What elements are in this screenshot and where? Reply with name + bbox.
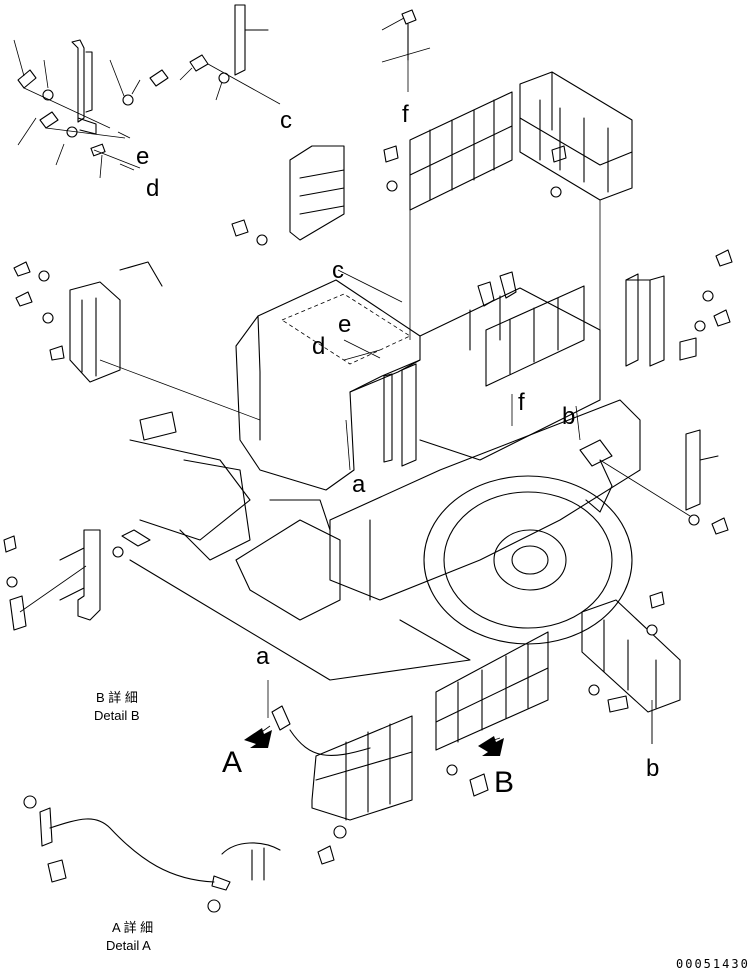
side-handrail-right	[581, 591, 681, 744]
callout-d-cab: d	[312, 333, 325, 360]
bracket-assembly-left	[13, 261, 261, 421]
handrail-rear-left	[409, 91, 513, 211]
wheel-loader-body	[129, 271, 641, 681]
front-handrail-b	[435, 631, 549, 751]
detail-b-assembly	[3, 529, 151, 631]
callout-f-top: f	[402, 101, 409, 128]
detail-a-en-caption: Detail A	[106, 938, 151, 953]
view-a-arrow	[244, 728, 272, 748]
drawing-number: 00051430	[676, 957, 750, 971]
callout-letters: c e d f c e d a f b a b	[136, 101, 659, 782]
detail-a-jp-caption: A 詳 細	[112, 920, 153, 935]
callout-a-cab: a	[352, 471, 366, 498]
detail-b-jp-caption: B 詳 細	[96, 690, 138, 705]
detail-a-cable	[23, 705, 489, 913]
detail-captions: B 詳 細 Detail B A 詳 細 Detail A	[94, 690, 153, 953]
callout-a-detail: a	[256, 643, 270, 670]
callout-b-bottom: b	[646, 755, 659, 782]
view-markers: A B	[222, 728, 514, 799]
view-b-arrow	[478, 736, 504, 756]
callout-f-right: f	[518, 389, 525, 416]
grab-rail-top	[179, 4, 281, 105]
bracket-assembly-top-left	[13, 39, 169, 179]
detail-b-en-caption: Detail B	[94, 708, 140, 723]
callout-e-cab: e	[338, 311, 351, 338]
handrail-rear-right	[519, 71, 633, 201]
handrail-cab-ladder	[289, 145, 345, 241]
callout-d-left: d	[146, 175, 159, 202]
front-handrail-a	[311, 715, 413, 821]
callout-b-right: b	[562, 403, 575, 430]
callout-c-top: c	[280, 107, 292, 134]
callout-e-left: e	[136, 143, 149, 170]
bolt-f-top	[381, 9, 431, 92]
callout-c-mid: c	[332, 257, 344, 284]
leader-lines	[117, 131, 653, 745]
view-a-label: A	[222, 746, 242, 779]
bolts-upper-middle	[231, 145, 567, 246]
grab-rails-right	[599, 249, 733, 535]
view-b-label: B	[494, 766, 514, 799]
